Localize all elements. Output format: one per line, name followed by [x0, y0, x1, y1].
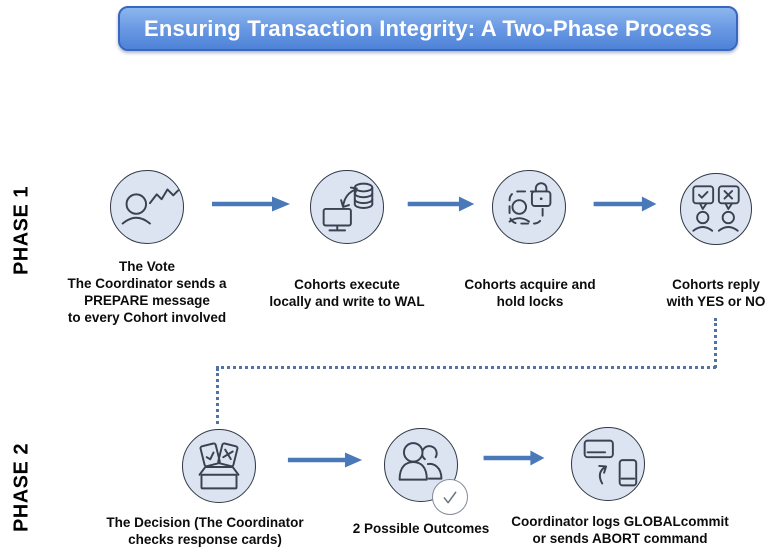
caption-line: 2 Possible Outcomes: [352, 521, 490, 536]
phase2-step1-caption: The Decision (The Coordinator checks res…: [85, 514, 325, 548]
caption-line: The Coordinator sends a: [67, 276, 227, 291]
phase-connector-segment-horizontal: [216, 366, 716, 369]
flow-arrow: [407, 196, 475, 212]
phase1-step1-circle: [110, 170, 184, 244]
coordinator-vote-icon: [121, 188, 180, 225]
caption-line: with YES or NO: [666, 294, 766, 309]
phase1-step2-circle: [310, 170, 384, 244]
caption-line: checks response cards): [128, 532, 282, 547]
outcome-check-badge: [432, 479, 468, 515]
caption-line: The Vote: [118, 259, 175, 274]
phase2-step2-circle: [384, 428, 458, 502]
phase2-label: PHASE 2: [10, 442, 33, 533]
phase1-step4-circle: [680, 173, 752, 245]
caption-line: Cohorts execute: [294, 277, 400, 292]
flow-arrow: [483, 450, 545, 466]
phase1-step4-caption: Cohorts reply with YES or NO: [616, 276, 768, 310]
phase1-step3-circle: [492, 170, 566, 244]
phase2-step2-caption: 2 Possible Outcomes: [311, 520, 531, 537]
caption-line: or sends ABORT command: [532, 531, 708, 546]
yes-no-reply-bubbles-icon: [692, 185, 740, 232]
commit-abort-devices-icon: [583, 439, 638, 487]
caption-line: PREPARE message: [84, 293, 210, 308]
acquire-locks-icon: [508, 182, 552, 225]
check-icon: [443, 491, 457, 504]
computer-wal-database-icon: [322, 182, 374, 232]
phase-connector-segment-left: [216, 368, 219, 424]
decision-response-cards-icon: [198, 442, 240, 490]
caption-line: to every Cohort involved: [67, 310, 227, 325]
phase1-step1-caption: The Vote The Coordinator sends a PREPARE…: [27, 258, 267, 326]
phase2-step3-circle: [571, 427, 645, 501]
caption-line: Coordinator logs GLOBALcommit: [511, 514, 729, 529]
outcomes-people-group-icon: [398, 442, 443, 481]
phase-connector-segment-right: [714, 318, 717, 368]
caption-line: The Decision (The Coordinator: [106, 515, 304, 530]
phase1-step3-caption: Cohorts acquire and hold locks: [420, 276, 640, 310]
phase2-step1-circle: [182, 429, 256, 503]
phase1-step2-caption: Cohorts execute locally and write to WAL: [237, 276, 457, 310]
caption-line: hold locks: [496, 294, 564, 309]
phase2-step3-caption: Coordinator logs GLOBALcommit or sends A…: [495, 513, 745, 547]
diagram-title: Ensuring Transaction Integrity: A Two-Ph…: [143, 15, 713, 41]
flow-arrow: [212, 196, 290, 212]
flow-arrow: [287, 452, 363, 468]
flow-arrow: [593, 196, 657, 212]
caption-line: locally and write to WAL: [269, 294, 425, 309]
caption-line: Cohorts acquire and: [464, 277, 596, 292]
caption-line: Cohorts reply: [672, 277, 760, 292]
title-banner: Ensuring Transaction Integrity: A Two-Ph…: [118, 6, 738, 51]
